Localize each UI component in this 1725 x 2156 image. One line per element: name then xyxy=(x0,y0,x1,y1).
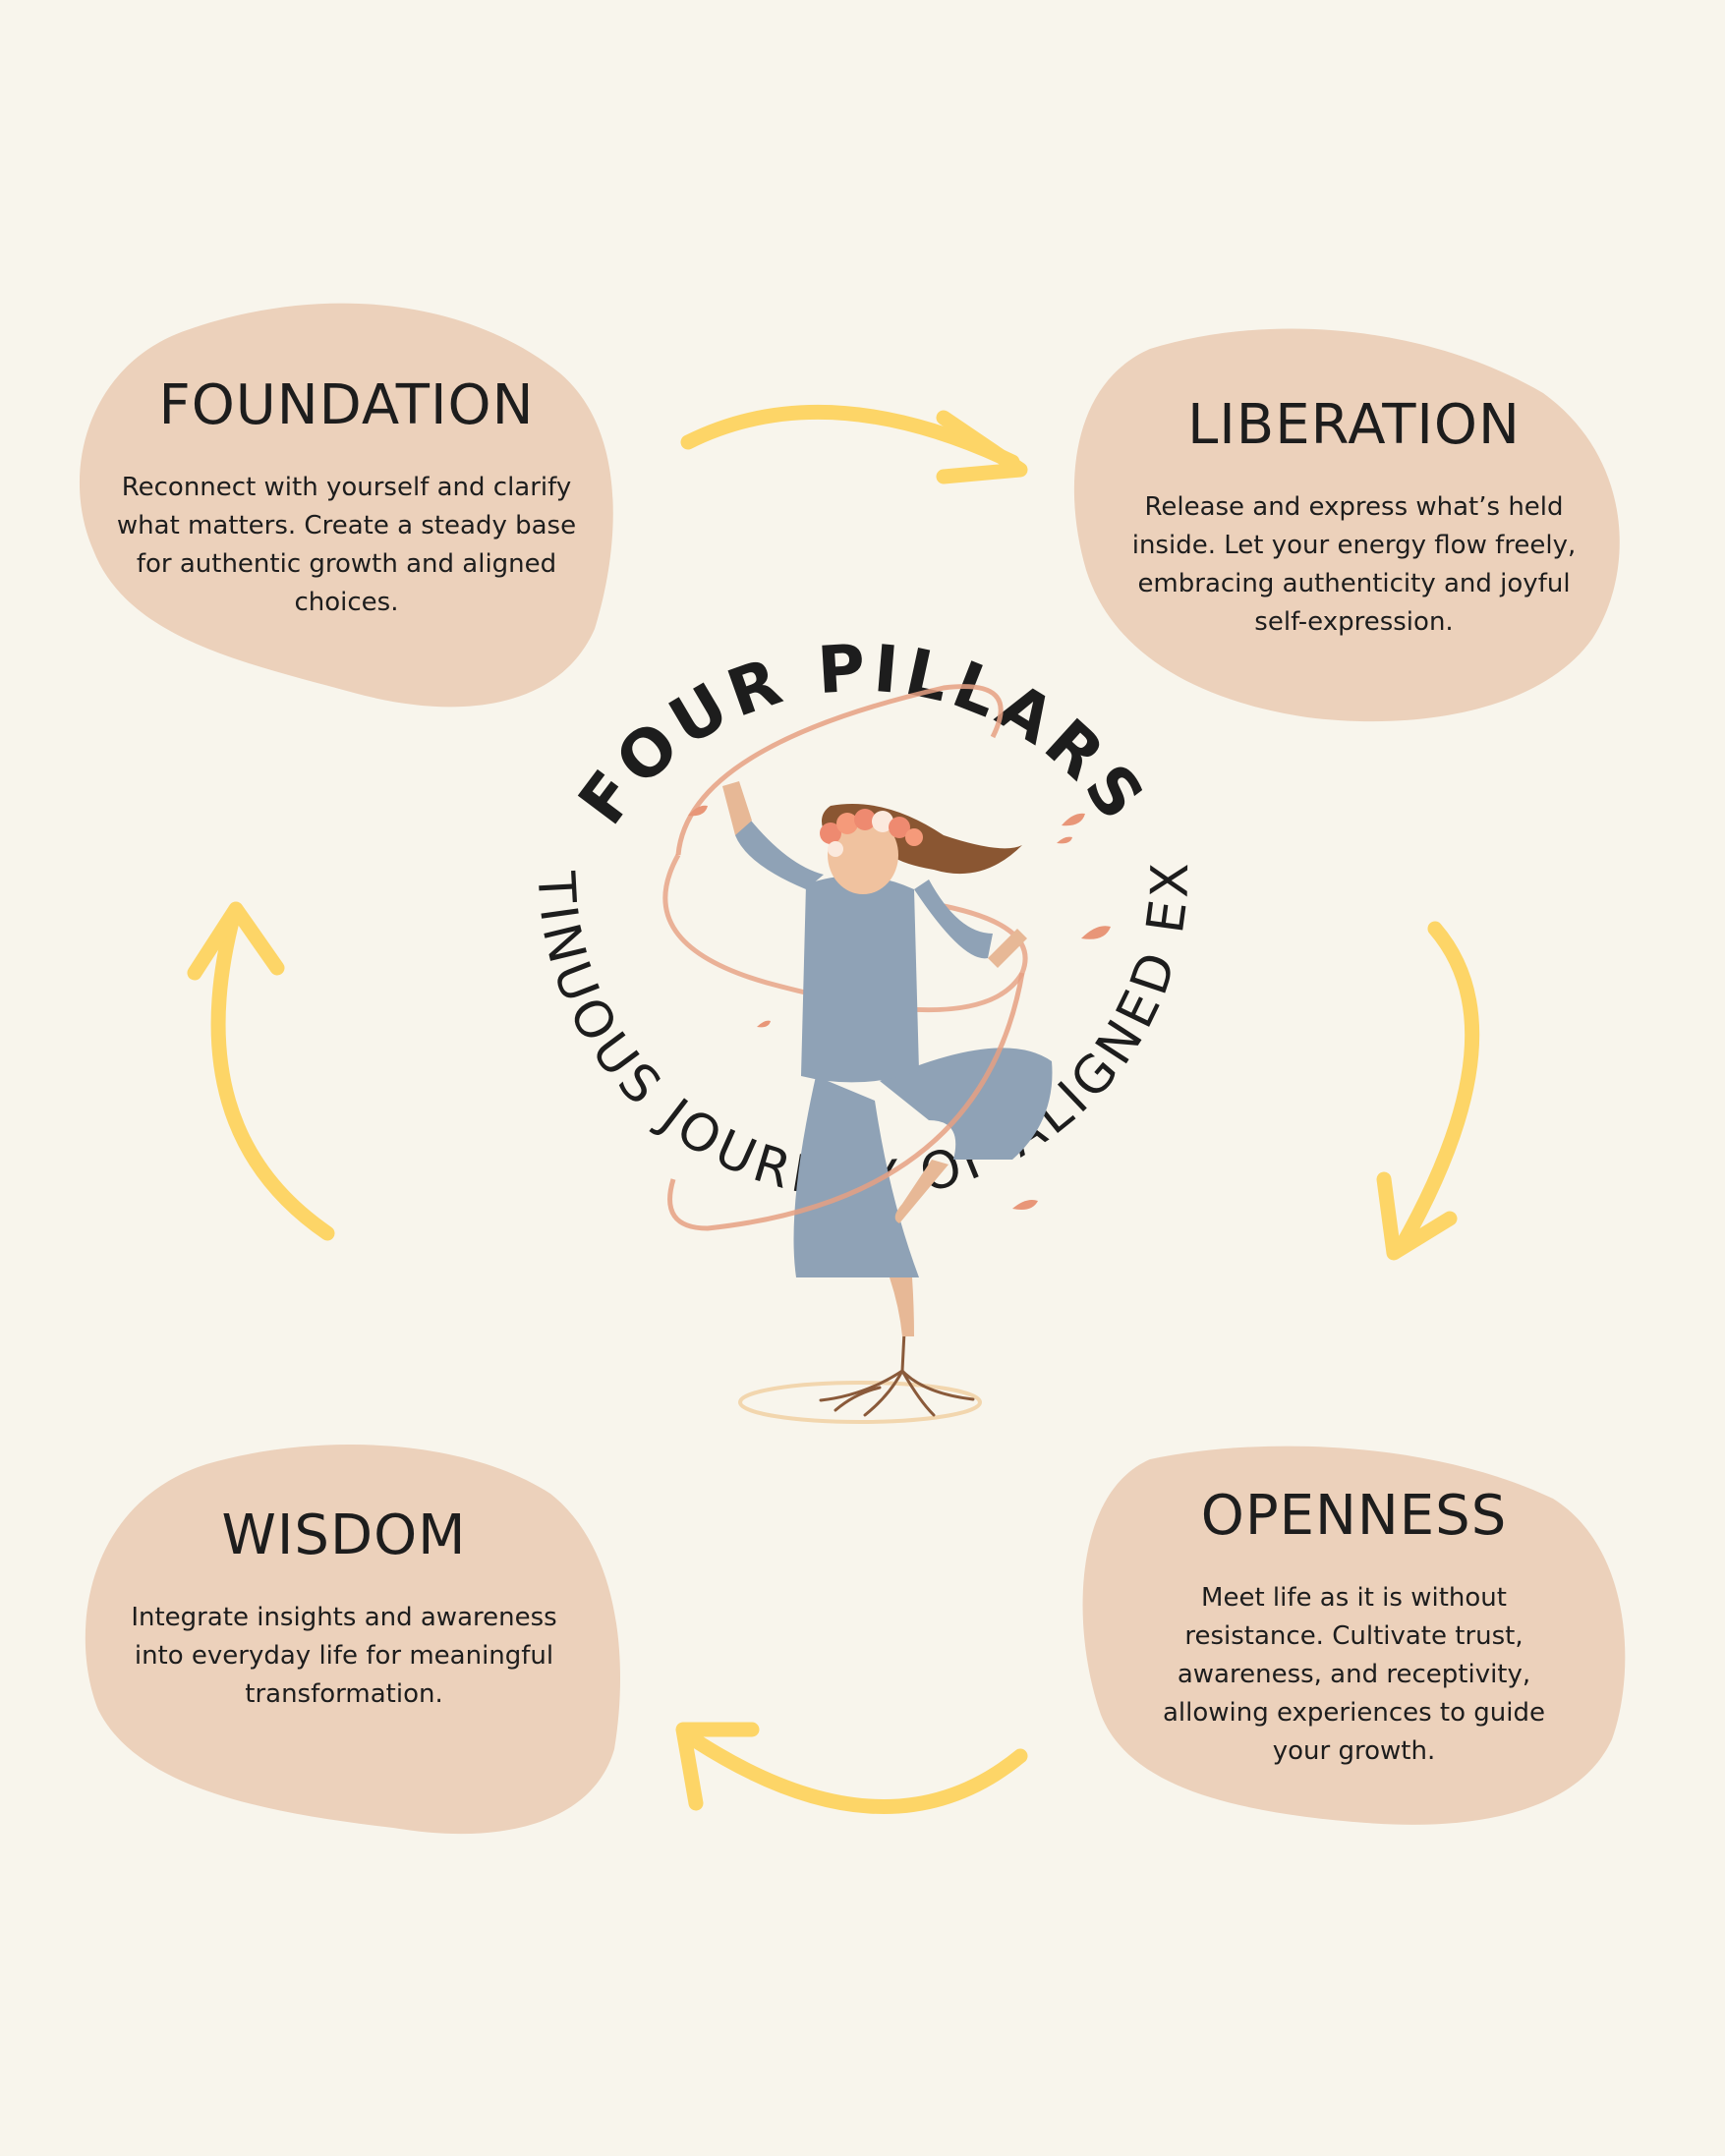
pillar-wisdom-title: WISDOM xyxy=(221,1504,467,1567)
pillar-foundation: FOUNDATION Reconnect with yourself and c… xyxy=(98,378,595,622)
openness-blob xyxy=(1082,1446,1626,1825)
pillar-wisdom-description: Integrate insights and awareness into ev… xyxy=(131,1603,557,1709)
flower-crown-icon xyxy=(820,809,923,857)
root-icon xyxy=(819,1330,975,1417)
arrow-openness-to-wisdom xyxy=(675,1722,1028,1814)
pillar-liberation-title: LIBERATION xyxy=(1187,393,1521,457)
leaf-icon xyxy=(688,805,1111,1210)
ground-ring xyxy=(738,1381,982,1424)
foundation-blob xyxy=(79,303,613,708)
pillar-openness-description: Meet life as it is without resistance. C… xyxy=(1162,1583,1545,1766)
dancing-woman-illustration xyxy=(662,684,1111,1424)
liberation-blob xyxy=(1073,328,1620,722)
pillar-wisdom: WISDOM Integrate insights and awareness … xyxy=(108,1508,580,1714)
arrow-wisdom-to-foundation xyxy=(187,901,335,1241)
arrow-foundation-to-liberation xyxy=(680,404,1028,484)
pillar-openness: OPENNESS Meet life as it is without resi… xyxy=(1130,1489,1578,1771)
arrow-liberation-to-openness xyxy=(1376,921,1480,1261)
pillar-foundation-title: FOUNDATION xyxy=(158,373,535,437)
pillar-openness-title: OPENNESS xyxy=(1200,1484,1508,1548)
pillar-foundation-description: Reconnect with yourself and clarify what… xyxy=(116,473,577,617)
wisdom-blob xyxy=(85,1445,621,1835)
pillar-liberation: LIBERATION Release and express what’s he… xyxy=(1116,398,1592,642)
pillar-liberation-description: Release and express what’s held inside. … xyxy=(1131,492,1577,637)
